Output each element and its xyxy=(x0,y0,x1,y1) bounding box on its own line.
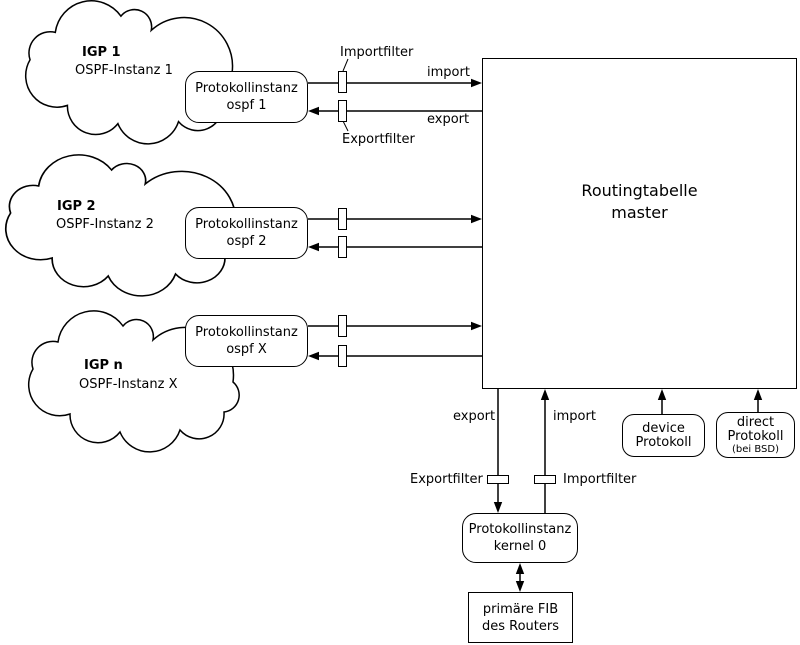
importfilter-bottom-label: Importfilter xyxy=(563,472,637,487)
routing-table-title: Routingtabelle master xyxy=(482,180,797,224)
cloud-igp-2-title: IGP 2 xyxy=(57,199,96,214)
protocol-instance-ospfx-line2: ospf X xyxy=(226,342,267,357)
export-flow-label-bottom: export xyxy=(453,409,496,424)
cloud-igp-2-subtitle: OSPF-Instanz 2 xyxy=(56,217,154,232)
importfilter-symbol-ospfx xyxy=(338,315,347,337)
arrowhead xyxy=(471,78,482,88)
importfilter-symbol-ospf2 xyxy=(338,208,347,230)
protocol-instance-ospf1-line2: ospf 1 xyxy=(226,98,267,113)
arrowhead xyxy=(753,389,763,400)
export-flow-label-top: export xyxy=(427,112,470,127)
protocol-instance-ospf2-line2: ospf 2 xyxy=(226,234,267,249)
protocol-instance-ospf2-box: Protokollinstanz ospf 2 xyxy=(185,207,308,259)
arrowhead xyxy=(493,502,503,513)
import-flow-label-top: import xyxy=(427,65,470,80)
arrowhead xyxy=(308,106,319,116)
cloud-igp-1-subtitle: OSPF-Instanz 1 xyxy=(75,63,173,78)
protocol-instance-ospfx-box: Protokollinstanz ospf X xyxy=(185,315,308,367)
importfilter-top-label: Importfilter xyxy=(340,45,414,60)
arrowhead xyxy=(471,321,482,331)
arrowhead xyxy=(657,389,667,400)
exportfilter-symbol-ospf1 xyxy=(338,100,347,122)
arrowhead xyxy=(471,214,482,224)
exportfilter-symbol-ospfx xyxy=(338,345,347,367)
routing-table-master-box xyxy=(482,58,797,389)
direct-protocol-line1: direct xyxy=(736,414,775,430)
exportfilter-symbol-kernel xyxy=(487,475,509,484)
importfilter-symbol-kernel xyxy=(534,475,556,484)
primary-fib-line1: primäre FIB xyxy=(482,601,559,617)
exportfilter-bottom-label: Exportfilter xyxy=(410,472,483,487)
arrowhead xyxy=(308,242,319,252)
arrowhead xyxy=(515,563,525,574)
cloud-igp-n-title: IGP n xyxy=(84,358,123,373)
direct-protocol-line2: Protokoll xyxy=(727,428,784,444)
arrowhead xyxy=(308,351,319,361)
exportfilter-symbol-ospf2 xyxy=(338,236,347,258)
exportfilter-top-label: Exportfilter xyxy=(342,132,415,147)
importfilter-symbol-ospf1 xyxy=(338,71,347,93)
direct-protocol-box: direct Protokoll (bei BSD) xyxy=(716,412,795,458)
primary-fib-line2: des Routers xyxy=(481,618,559,634)
primary-fib-box: primäre FIB des Routers xyxy=(468,592,573,643)
protocol-instance-kernel-line2: kernel 0 xyxy=(493,539,547,554)
protocol-instance-ospf2-line1: Protokollinstanz xyxy=(195,217,298,232)
protocol-instance-kernel-box: Protokollinstanz kernel 0 xyxy=(462,513,578,563)
device-protocol-box: device Protokoll xyxy=(622,414,705,457)
arrowhead xyxy=(515,581,525,592)
device-protocol-line1: device xyxy=(642,420,685,436)
routing-table-title-line1: Routingtabelle xyxy=(581,181,698,200)
cloud-igp-n-subtitle: OSPF-Instanz X xyxy=(79,377,178,392)
import-flow-label-bottom: import xyxy=(553,409,596,424)
protocol-instance-ospf1-box: Protokollinstanz ospf 1 xyxy=(185,71,308,123)
protocol-instance-ospfx-line1: Protokollinstanz xyxy=(195,325,298,340)
exportfilter-callout-line xyxy=(342,120,349,132)
cloud-igp-1-title: IGP 1 xyxy=(82,45,121,60)
routing-table-title-line2: master xyxy=(611,203,668,222)
arrowhead xyxy=(540,389,550,400)
direct-protocol-note: (bei BSD) xyxy=(732,443,779,455)
protocol-instance-ospf1-line1: Protokollinstanz xyxy=(195,81,298,96)
device-protocol-line2: Protokoll xyxy=(635,434,692,450)
protocol-instance-kernel-line1: Protokollinstanz xyxy=(468,522,572,537)
importfilter-callout-line xyxy=(342,58,349,72)
